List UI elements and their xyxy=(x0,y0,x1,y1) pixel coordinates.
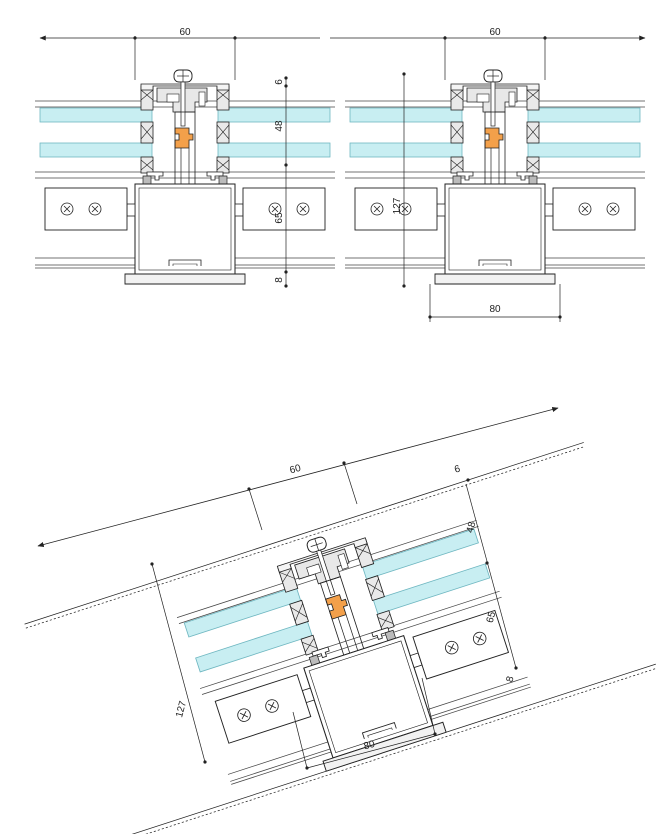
dimension-label-total: 127 xyxy=(174,699,189,718)
dimension-label-depth: 80 xyxy=(489,304,501,315)
dimension-label-mid: 65 xyxy=(485,610,499,624)
section-view-left: 60 6 48 65 8 xyxy=(34,27,336,288)
dimension-label-bottom: 8 xyxy=(505,675,517,684)
dimension-label-bottom: 8 xyxy=(274,277,285,283)
dimension-label-cap: 6 xyxy=(274,79,285,85)
dimension-label-width: 60 xyxy=(179,27,191,38)
dimension-label-cap: 6 xyxy=(453,463,462,475)
dimension-label-depth: 80 xyxy=(363,739,377,753)
dimension-label-total: 127 xyxy=(392,197,403,214)
dimension-label-width: 60 xyxy=(289,463,303,477)
section-view-sloped: 60 6 48 65 8 127 80 xyxy=(24,407,658,834)
dimension-label-mid: 65 xyxy=(274,212,285,224)
dimension-label-glass: 48 xyxy=(465,520,479,534)
dimension-label-width: 60 xyxy=(489,27,501,38)
section-view-right: 60 127 80 xyxy=(330,27,646,322)
dimension-label-glass: 48 xyxy=(274,120,285,132)
